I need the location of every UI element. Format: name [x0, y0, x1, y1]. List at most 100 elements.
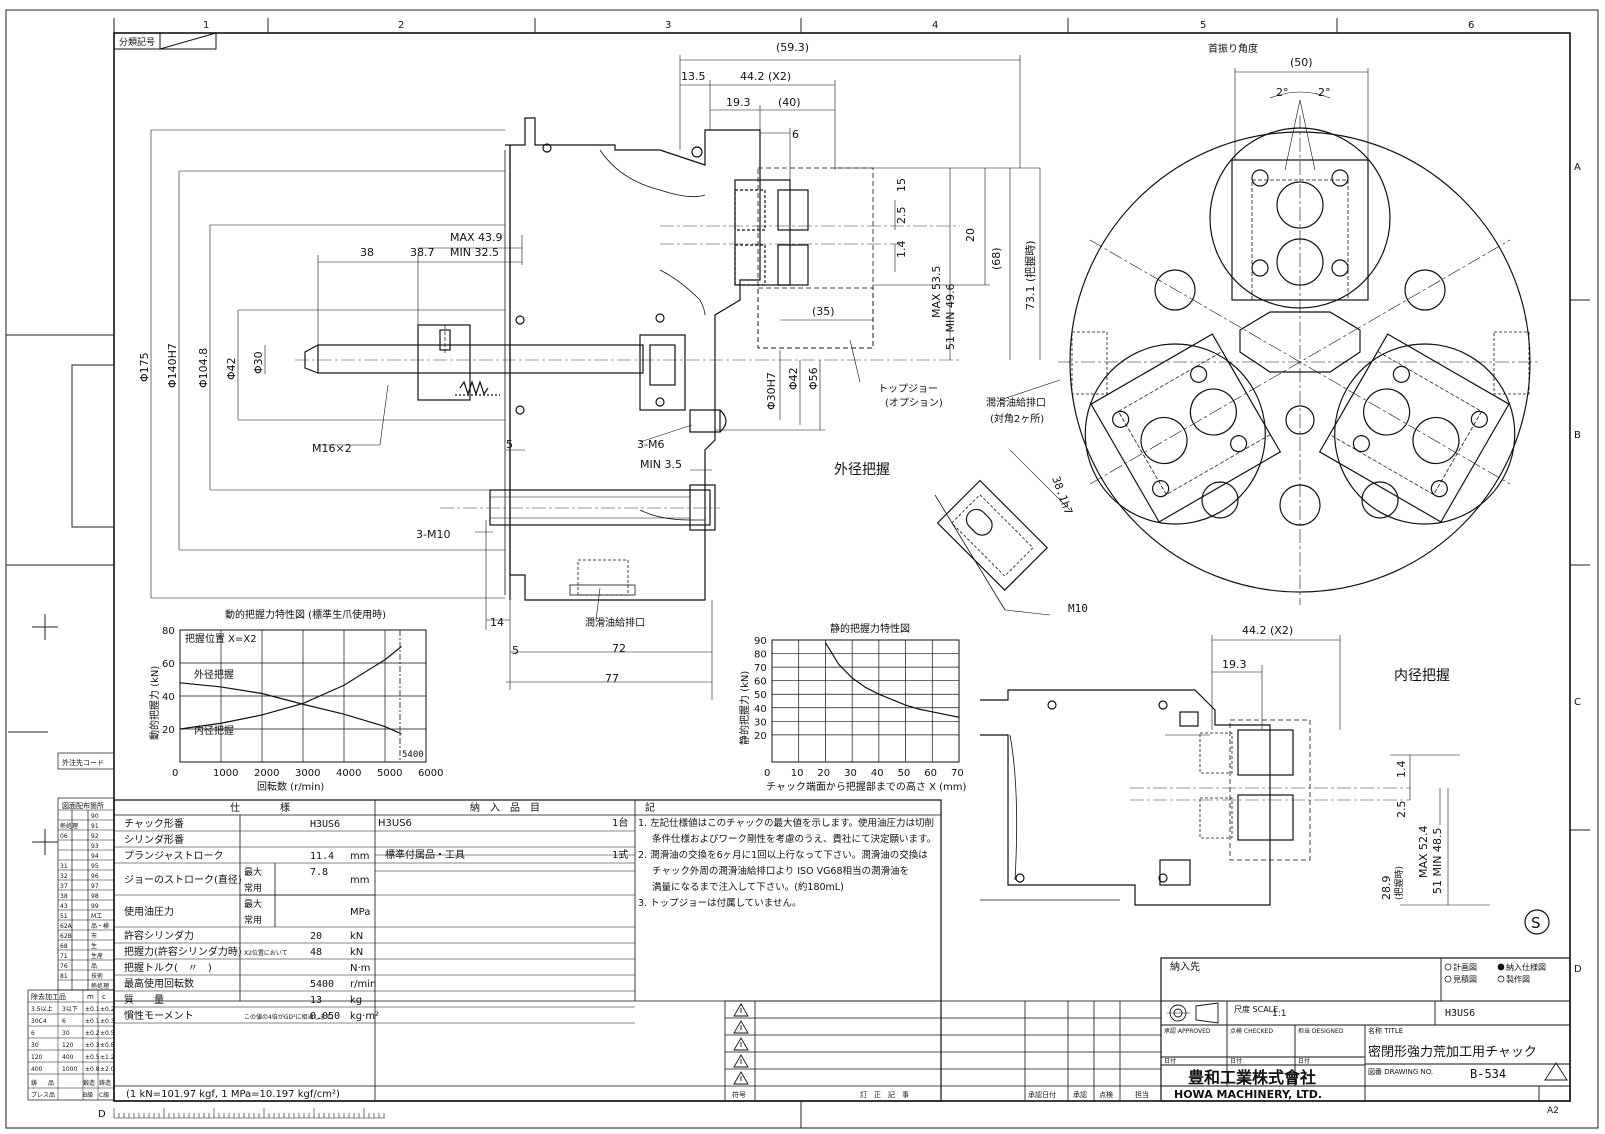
dist-num: M工	[91, 913, 102, 920]
chart1-ytick: 20	[162, 725, 175, 736]
swing-angle-label: 首振り角度	[1208, 42, 1258, 55]
press-c: C級	[99, 1091, 109, 1099]
chart1-xtick: 0	[172, 768, 178, 779]
spec-row-sub: 最大	[244, 898, 262, 910]
spec-row-unit: MPa	[350, 907, 370, 918]
tol-cell: 30C4	[31, 1018, 47, 1025]
date-label-3: 日付	[1298, 1057, 1310, 1065]
dist-num: 93	[91, 843, 99, 850]
tol-cell: ±0.5	[85, 1054, 100, 1061]
chart2-xtick: 50	[898, 768, 911, 779]
chart2-xtick: 40	[871, 768, 884, 779]
ruler-label: D	[98, 1109, 106, 1120]
spec-row-label: 質 量	[124, 993, 164, 1006]
tol-cell: ±1.2	[100, 1054, 115, 1061]
spec-row-value: 20	[310, 931, 322, 942]
spec-row-value: 0.050	[310, 1011, 340, 1022]
rev-col-check: 点検	[1099, 1090, 1113, 1099]
dist-code: 62B	[60, 933, 72, 940]
chart1-series-line	[179, 646, 402, 730]
option-radio-icon	[1444, 963, 1452, 971]
id-grip-view	[980, 689, 1311, 906]
id-dim-44-2: 44.2 (X2)	[1242, 624, 1293, 637]
chart2-ytick: 60	[754, 677, 767, 688]
tol-cell: ±0.1	[85, 1018, 100, 1025]
warning-icon	[733, 1054, 749, 1068]
dist-num: 生産	[91, 952, 103, 960]
spec-row-label: 慣性モーメント	[124, 1009, 194, 1022]
dist-num: 96	[91, 873, 99, 880]
dim-min-49-6: 51 MIN 49.6	[944, 284, 957, 350]
dist-num: 生	[91, 942, 97, 950]
id-dim-max: MAX 52.4	[1417, 825, 1430, 878]
rev-col-approve: 承認	[1073, 1090, 1087, 1099]
dim-38: 38	[360, 246, 374, 259]
dist-num: 品	[91, 963, 97, 970]
chart1-xlabel: 回転数 (r/min)	[257, 780, 324, 793]
dim-77: 77	[605, 672, 619, 685]
spec-row-label: ジョーのストローク(直径)	[124, 873, 242, 886]
dim-m16x2: M16×2	[312, 442, 352, 455]
scale-label: 尺度 SCALE	[1234, 1004, 1278, 1014]
spec-row-sub: 常用	[244, 914, 262, 926]
dim-3-m10: 3-M10	[416, 528, 450, 541]
spec-row-unit: kN	[350, 947, 363, 958]
spec-row-unit: kg	[350, 995, 362, 1006]
title-block	[1160, 957, 1571, 1102]
spec-row-value: 7.8	[310, 867, 328, 878]
s-mark: S	[1531, 914, 1541, 932]
dist-code: 81	[60, 973, 68, 980]
spec-row-value: 5400	[310, 979, 334, 990]
company-name-en: HOWA MACHINERY, LTD.	[1174, 1088, 1322, 1101]
casting-d: 鋳造	[99, 1079, 111, 1087]
zone-col-1: 1	[203, 20, 209, 31]
tol-cell: ±0.3	[85, 1042, 100, 1049]
top-jaw-label: トップジョー	[878, 383, 938, 395]
dist-code: 51	[60, 913, 68, 920]
dim-min-3-5: MIN 3.5	[640, 458, 682, 471]
id-dim-2-5: 2.5	[1395, 801, 1408, 819]
zone-col-2: 2	[398, 20, 404, 31]
press-a: プレス品	[31, 1092, 55, 1099]
zone-row-d: D	[1574, 964, 1582, 975]
id-dim-1-4: 1.4	[1395, 761, 1408, 779]
dist-code: 62A	[60, 923, 73, 930]
spec-row-unit: mm	[350, 851, 369, 862]
jaw-detail-view	[934, 449, 1071, 616]
dim-72: 72	[612, 642, 626, 655]
chart1-note: 把握位置 X=X2	[185, 632, 257, 645]
id-dim-28-9-note: (把握時)	[1393, 866, 1405, 900]
side-section-view	[304, 117, 874, 601]
dim-15: 15	[895, 178, 908, 192]
dist-num: 92	[91, 833, 99, 840]
dist-code: 68	[60, 943, 68, 950]
spec-row-label: シリンダ形番	[124, 833, 184, 846]
notes-header: 記	[645, 801, 655, 814]
scale-value: 1:1	[1272, 1009, 1286, 1019]
outer-frame	[5, 9, 1599, 1129]
chart2-ytick: 80	[754, 650, 767, 661]
note-line: チャック外周の潤滑油給排口より ISO VG68相当の潤滑油を	[652, 865, 909, 877]
tol-cell: 1000	[62, 1066, 77, 1073]
date-label-1: 日付	[1164, 1057, 1176, 1065]
dim-phi30h7: Φ30H7	[765, 372, 778, 410]
tol-cell: ±0.8	[100, 1042, 115, 1049]
chart1-xtick: 2000	[254, 768, 279, 779]
top-jaw-option-label: (オプション)	[885, 397, 943, 409]
zone-col-5: 5	[1200, 20, 1206, 31]
item-2-name: 標準付属品・工具	[385, 848, 465, 861]
dim-phi56: Φ56	[807, 367, 820, 390]
item-2-qty: 1式	[612, 848, 628, 861]
option-radio-icon	[1497, 963, 1505, 971]
tol-cell: 120	[31, 1054, 43, 1061]
spec-row-sub: 最大	[244, 866, 262, 878]
tol-cell: ±0.8	[85, 1066, 100, 1073]
dim-phi30: Φ30	[252, 351, 265, 374]
date-label-2: 日付	[1230, 1057, 1242, 1065]
dim-phi42b: Φ42	[787, 367, 800, 390]
dist-num: 技術	[91, 972, 103, 980]
dim-38-7: 38.7	[410, 246, 435, 259]
designed-label: 担当 DESIGNED	[1298, 1027, 1344, 1035]
